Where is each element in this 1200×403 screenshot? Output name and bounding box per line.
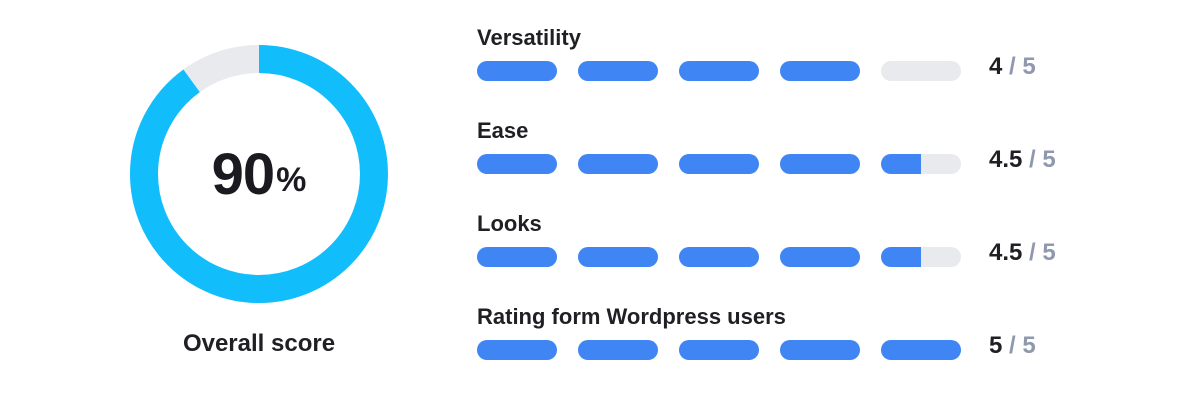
rating-segment-fill (881, 340, 961, 360)
rating-segment-fill (679, 340, 759, 360)
rating-segment (780, 61, 860, 81)
rating-segment (679, 247, 759, 267)
rating-segment-fill (780, 154, 860, 174)
rating-segment-fill (679, 247, 759, 267)
overall-score-label: Overall score (182, 330, 336, 357)
rating-segment (578, 247, 658, 267)
score-value: 4 (989, 53, 1003, 80)
rating-segment-fill (578, 247, 658, 267)
criterion-score: 4.5 / 5 (989, 239, 1056, 267)
rating-segment (881, 247, 961, 267)
rating-segment-fill (881, 247, 921, 267)
rating-segment-fill (679, 61, 759, 81)
rating-segment (578, 61, 658, 81)
rating-segment (477, 340, 557, 360)
rating-segment-fill (780, 247, 860, 267)
rating-segment (477, 61, 557, 81)
overall-score-gauge: 90% (130, 45, 388, 303)
rating-segment (780, 154, 860, 174)
rating-bar (477, 340, 977, 360)
criterion-score: 4.5 / 5 (989, 146, 1056, 174)
gauge-unit: % (276, 160, 307, 199)
criterion-label: Rating form Wordpress users (477, 304, 786, 329)
rating-segment (578, 154, 658, 174)
rating-segment (477, 247, 557, 267)
rating-segment-fill (477, 61, 557, 81)
rating-segment (679, 340, 759, 360)
score-max: / 5 (1009, 53, 1036, 80)
rating-segment-fill (477, 247, 557, 267)
rating-segment (881, 61, 961, 81)
rating-segment-fill (780, 61, 860, 81)
gauge-number: 90 (211, 141, 276, 207)
score-value: 4.5 (989, 146, 1023, 173)
rating-segment-fill (578, 154, 658, 174)
criterion-score: 4 / 5 (989, 53, 1036, 81)
rating-bar (477, 247, 977, 267)
rating-segment (881, 340, 961, 360)
score-value: 4.5 (989, 239, 1023, 266)
criterion-score: 5 / 5 (989, 332, 1036, 360)
rating-bar (477, 61, 977, 81)
rating-segment (780, 247, 860, 267)
rating-bar (477, 154, 977, 174)
gauge-ring (130, 45, 388, 303)
rating-segment-fill (881, 154, 921, 174)
rating-segment-fill (780, 340, 860, 360)
rating-segment (477, 154, 557, 174)
score-max: / 5 (1009, 332, 1036, 359)
rating-segment (679, 154, 759, 174)
rating-segment-fill (578, 61, 658, 81)
criterion-label: Versatility (477, 25, 581, 50)
score-max: / 5 (1029, 239, 1056, 266)
rating-segment-fill (578, 340, 658, 360)
rating-segment-fill (477, 154, 557, 174)
score-max: / 5 (1029, 146, 1056, 173)
gauge-value: 90% (130, 45, 388, 303)
rating-segment (578, 340, 658, 360)
rating-segment (780, 340, 860, 360)
rating-segment-fill (679, 154, 759, 174)
rating-segment (881, 154, 961, 174)
score-value: 5 (989, 332, 1003, 359)
criterion-label: Looks (477, 211, 542, 236)
rating-segment (679, 61, 759, 81)
gauge-fill (130, 45, 388, 303)
criterion-label: Ease (477, 118, 529, 143)
rating-segment-fill (477, 340, 557, 360)
